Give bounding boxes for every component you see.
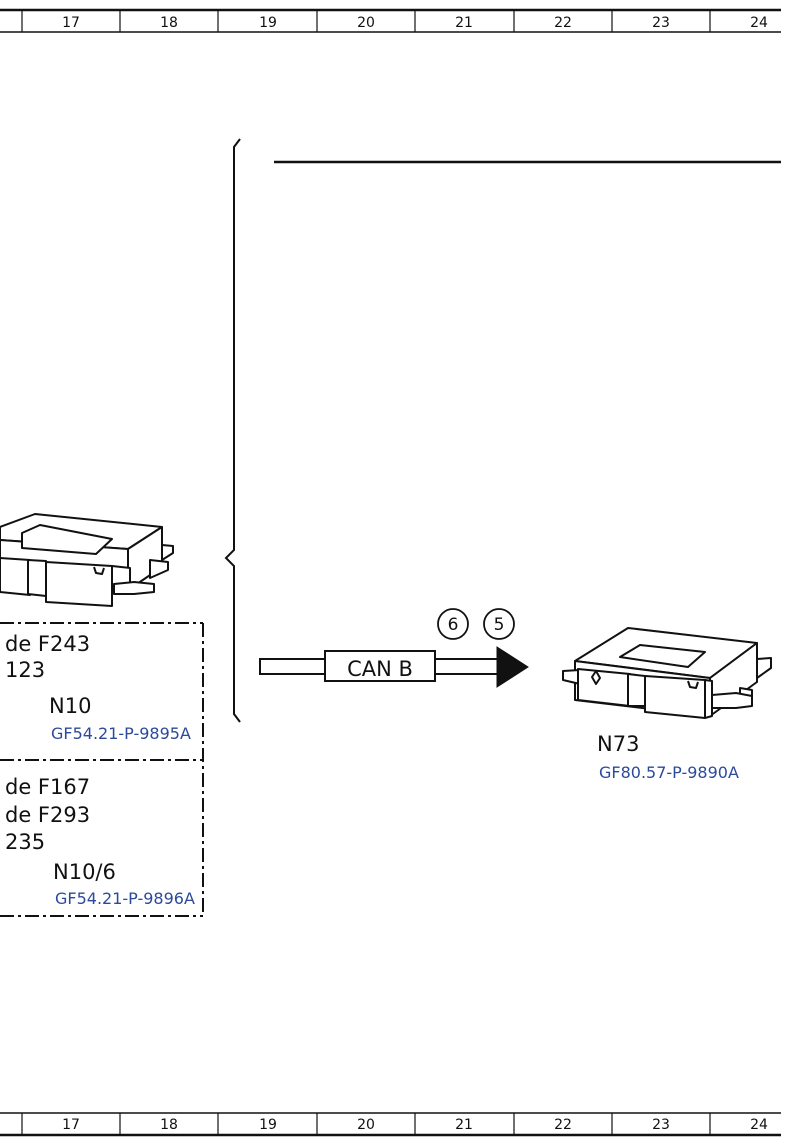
component-label-n10-6: N10/6 xyxy=(53,860,116,884)
reference-link-n10[interactable]: GF54.21-P-9895A xyxy=(51,724,191,743)
bus-arrow-icon xyxy=(496,646,529,688)
reference-link-n73[interactable]: GF80.57-P-9890A xyxy=(599,763,739,782)
group-brace xyxy=(224,138,241,723)
marker-circle xyxy=(437,608,469,640)
grid-col-label: 20 xyxy=(357,1117,375,1133)
bottom-box-line: de F293 xyxy=(5,803,90,827)
control-unit-n10-icon xyxy=(0,513,174,607)
grid-col-label: 17 xyxy=(62,1117,80,1133)
grid-col-label: 24 xyxy=(750,1117,768,1133)
grid-col-label: 22 xyxy=(554,15,572,31)
grid-col-label: 23 xyxy=(652,15,670,31)
grid-col-label: 18 xyxy=(160,15,178,31)
marker-circle xyxy=(483,608,515,640)
bottom-box-line: 235 xyxy=(5,830,45,854)
bottom-grid-ruler: 17 18 19 20 21 22 23 24 xyxy=(0,1112,781,1137)
grid-col-label: 18 xyxy=(160,1117,178,1133)
grid-col-label: 21 xyxy=(455,1117,473,1133)
grid-col-label: 22 xyxy=(554,1117,572,1133)
grid-col-label: 20 xyxy=(357,15,375,31)
grid-col-label: 21 xyxy=(455,15,473,31)
marker-label: 5 xyxy=(494,615,505,635)
reference-link-n10-6[interactable]: GF54.21-P-9896A xyxy=(55,889,195,908)
marker-label: 6 xyxy=(448,615,459,635)
control-unit-n73-icon xyxy=(562,627,772,719)
top-grid-ruler: 17 18 19 20 21 22 23 24 xyxy=(0,8,781,33)
can-b-bus xyxy=(259,646,529,688)
top-box-line: 123 xyxy=(5,658,45,682)
grid-col-label: 19 xyxy=(259,15,277,31)
can-b-box xyxy=(324,650,436,682)
top-box-line: de F243 xyxy=(5,632,90,656)
component-label-n10: N10 xyxy=(49,694,91,718)
bottom-box-line: de F167 xyxy=(5,775,90,799)
component-label-n73: N73 xyxy=(597,732,639,756)
grid-col-label: 17 xyxy=(62,15,80,31)
left-box-frame xyxy=(0,622,204,917)
grid-col-label: 23 xyxy=(652,1117,670,1133)
can-b-label: CAN B xyxy=(347,657,413,681)
grid-col-label: 19 xyxy=(259,1117,277,1133)
grid-col-label: 24 xyxy=(750,15,768,31)
